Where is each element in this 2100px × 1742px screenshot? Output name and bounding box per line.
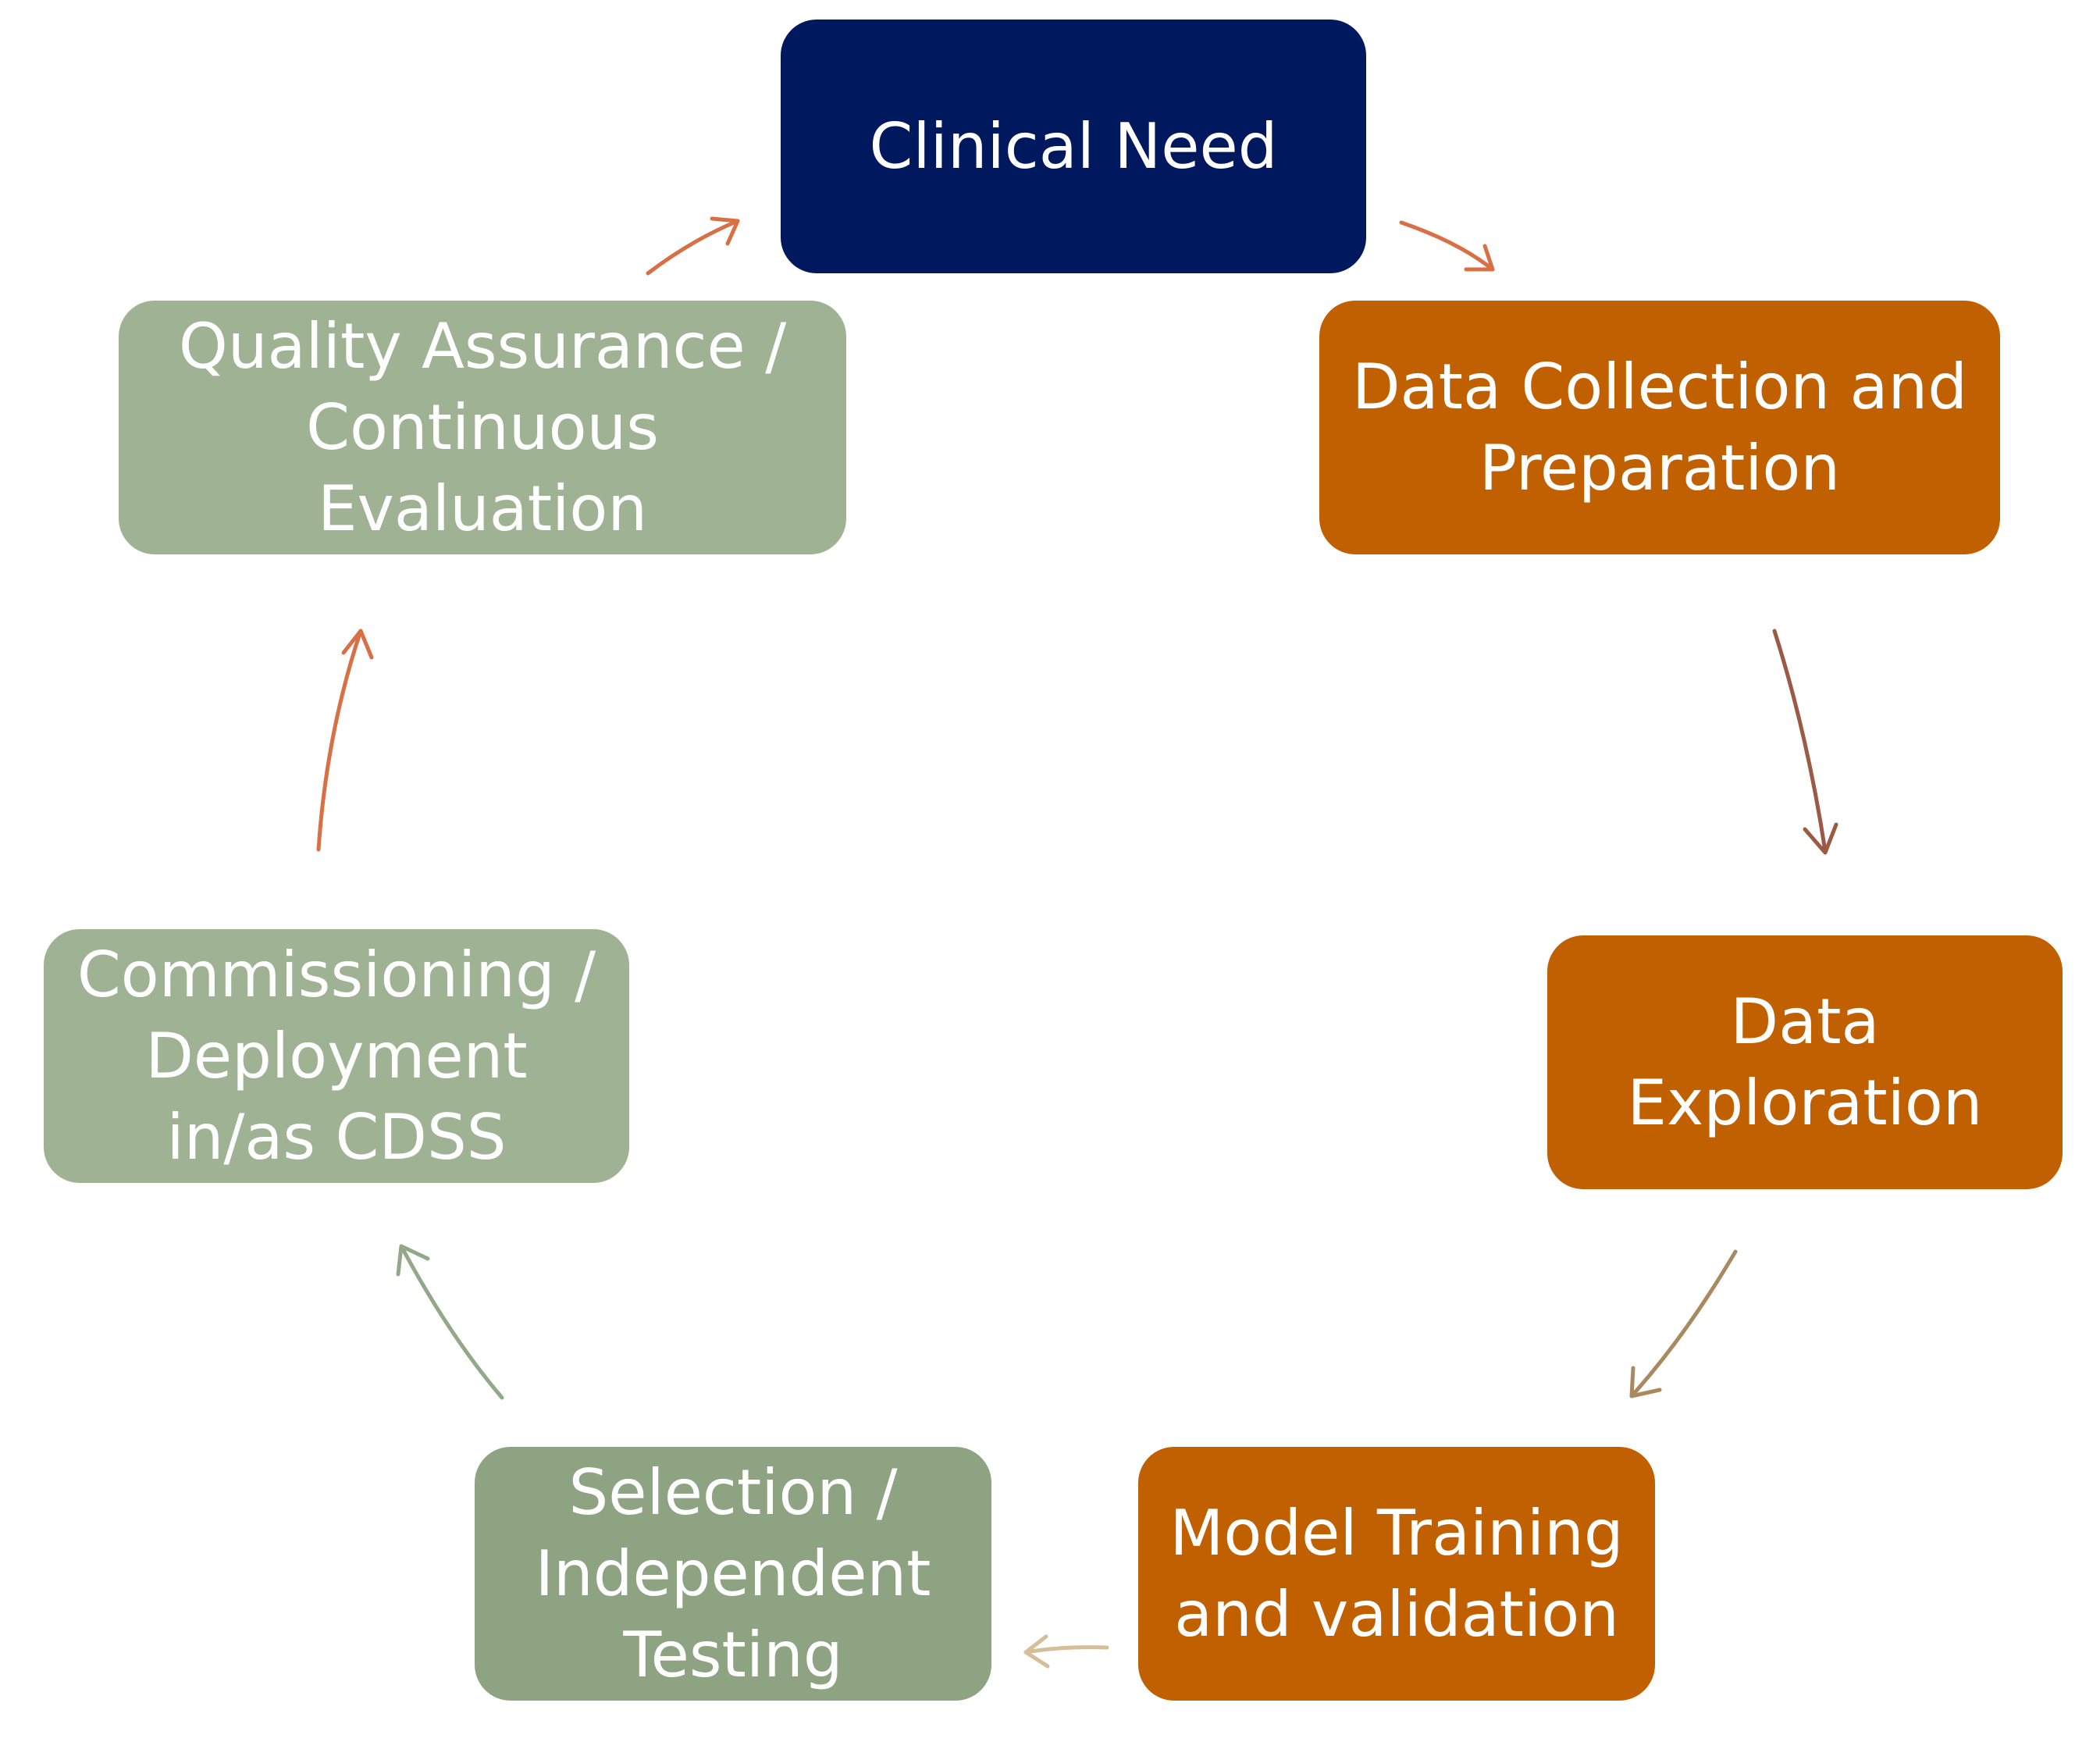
arrow-selection-to-commissioning (396, 1244, 504, 1400)
step-label: Model Training and validation (1169, 1496, 1624, 1651)
arrow-shaft (399, 1244, 504, 1400)
arrow-shaft (646, 219, 740, 276)
step-data-exploration: Data Exploration (1547, 935, 2063, 1189)
step-label: Commissioning / Deployment in/as CDSS (77, 938, 596, 1174)
step-label: Data Exploration (1627, 985, 1983, 1139)
arrow-head (710, 216, 740, 246)
arrow-shaft (316, 629, 363, 852)
step-label: Quality Assurance / Continuous Evaluatio… (178, 309, 787, 545)
step-model-training: Model Training and validation (1138, 1447, 1655, 1701)
arrow-shaft (1023, 1645, 1109, 1655)
arrow-head (396, 1244, 430, 1277)
step-commissioning: Commissioning / Deployment in/as CDSS (44, 929, 629, 1183)
arrow-shaft (1629, 1249, 1738, 1398)
arrow-commissioning-to-quality (316, 629, 374, 852)
arrow-head (341, 629, 374, 660)
step-quality-assurance: Quality Assurance / Continuous Evaluatio… (119, 301, 846, 554)
arrow-shaft (1772, 629, 1828, 853)
arrow-quality-to-clinical (646, 216, 740, 276)
step-data-collection: Data Collection and Preparation (1319, 301, 2000, 554)
arrow-clinical-to-collection (1399, 220, 1495, 272)
step-label: Data Collection and Preparation (1351, 350, 1968, 504)
arrow-head (1023, 1634, 1050, 1669)
step-clinical-need: Clinical Need (781, 20, 1366, 273)
arrow-shaft (1399, 220, 1495, 272)
arrow-head (1803, 822, 1838, 855)
step-label: Selection / Independent Testing (535, 1455, 931, 1691)
step-label: Clinical Need (869, 109, 1278, 183)
arrow-model-to-selection (1023, 1634, 1109, 1669)
arrow-exploration-to-model (1629, 1249, 1738, 1398)
arrow-head (1629, 1366, 1662, 1398)
arrow-collection-to-exploration (1772, 629, 1838, 855)
step-selection-testing: Selection / Independent Testing (475, 1447, 991, 1701)
arrow-head (1464, 244, 1495, 272)
